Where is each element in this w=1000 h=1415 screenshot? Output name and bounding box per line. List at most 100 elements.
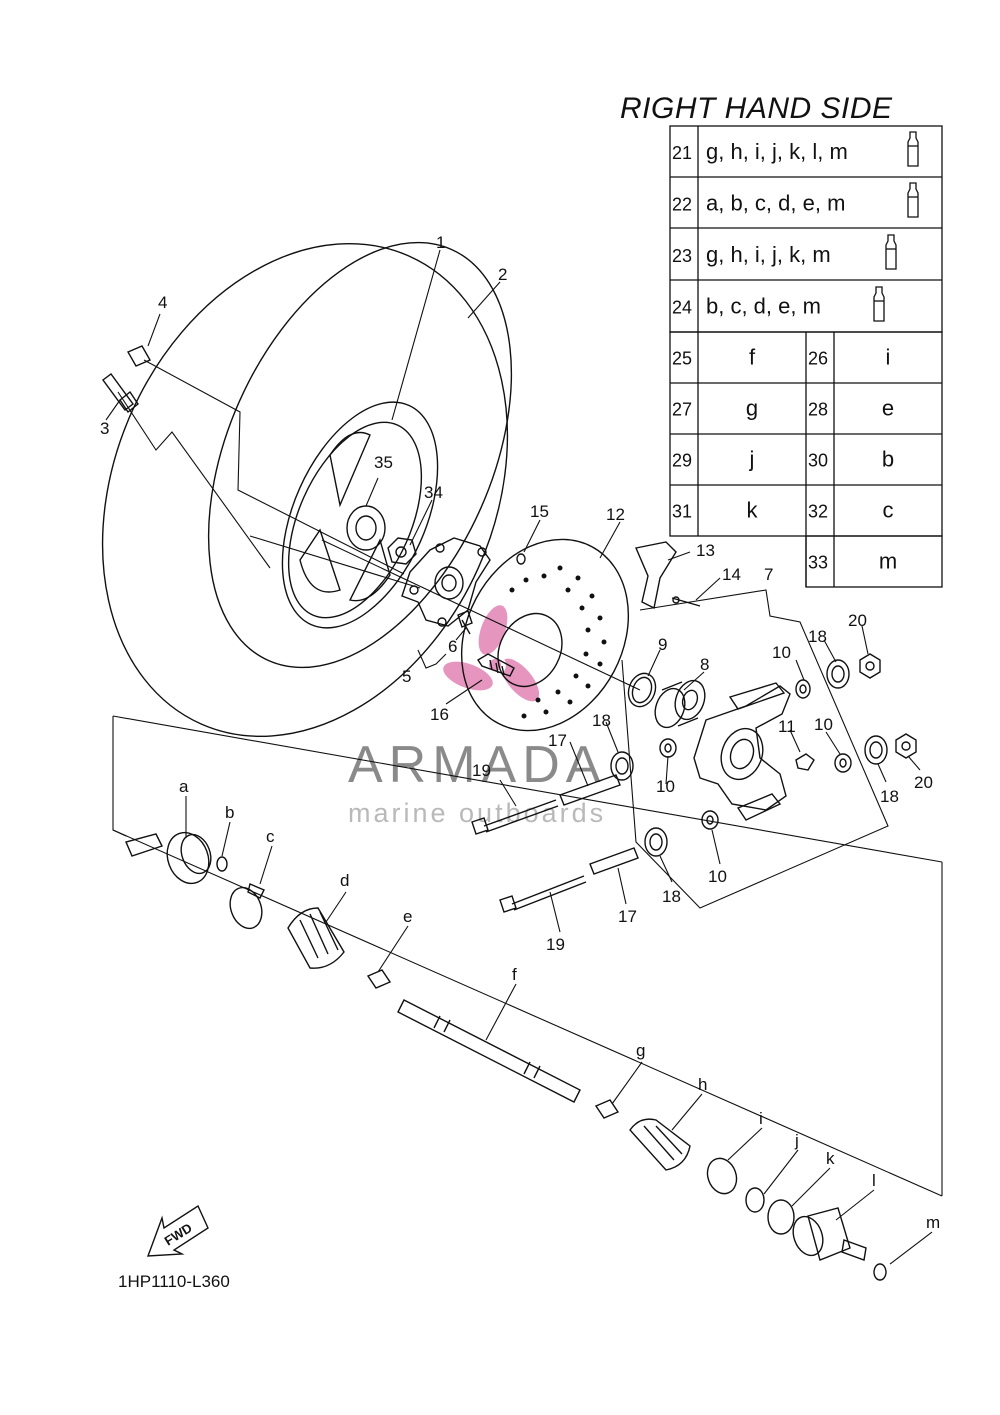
pair-cell-number: 27	[672, 400, 692, 420]
callout-15: 15	[530, 502, 549, 521]
bolt-6	[457, 610, 473, 635]
boot-d	[287, 907, 345, 969]
seal-18-a	[826, 659, 850, 689]
callout-b: b	[225, 803, 234, 822]
callout-13: 13	[696, 541, 715, 560]
pair-cell-number: 28	[808, 400, 828, 420]
rim	[281, 401, 439, 629]
callout-14: 14	[722, 565, 741, 584]
circlip-k	[767, 1199, 795, 1235]
callout-i: i	[759, 1109, 763, 1128]
callout-10-c: 10	[656, 777, 675, 796]
knuckle-7	[693, 682, 791, 821]
callout-20-b: 20	[914, 773, 933, 792]
sealant-row-number: 21	[672, 143, 692, 163]
collar-17-a	[559, 774, 621, 806]
callout-1: 1	[436, 233, 445, 252]
sealant-row-number: 23	[672, 246, 692, 266]
callout-2: 2	[498, 265, 507, 284]
pair-cell-number: 29	[672, 451, 692, 471]
grease-tube-icon	[907, 131, 919, 167]
brake-guard-13	[635, 541, 677, 610]
seal-18-b	[864, 735, 888, 765]
sealant-row-parts: g, h, i, j, k, m	[706, 242, 831, 267]
valve-cap-4	[127, 345, 151, 367]
callout-4: 4	[158, 293, 167, 312]
callout-35: 35	[374, 453, 393, 472]
grease-tube-icon	[873, 286, 885, 322]
sealant-row-number: 24	[672, 297, 692, 317]
pair-cell-part: b	[882, 447, 894, 472]
drive-shaft-assembly	[125, 831, 887, 1281]
callout-18-c: 18	[880, 787, 899, 806]
diagram-code: 1HP1110-L360	[118, 1272, 230, 1291]
pair-cell-part: i	[886, 345, 891, 370]
callout-3: 3	[100, 419, 109, 438]
band-c	[229, 883, 265, 930]
cv-joint-a	[125, 831, 212, 885]
pair-cell-part: e	[882, 396, 894, 421]
nut-20-a	[859, 653, 881, 679]
callout-d: d	[340, 871, 349, 890]
callout-16: 16	[430, 705, 449, 724]
collar-10-c	[834, 753, 852, 773]
bolt-19-a	[471, 799, 559, 835]
nut-34	[387, 537, 417, 565]
knuckle-assembly	[471, 653, 917, 913]
callout-18-b: 18	[808, 627, 827, 646]
callout-10-b: 10	[814, 715, 833, 734]
forward-arrow-icon: FWD	[146, 1204, 209, 1257]
callout-9: 9	[658, 635, 667, 654]
nut-20-b	[895, 733, 917, 759]
bolt-16	[477, 653, 515, 677]
callout-18-a: 18	[592, 711, 611, 730]
pair-cell-part: c	[883, 498, 894, 523]
sealant-table	[669, 125, 943, 588]
washer-15	[516, 553, 526, 565]
collar-17-b	[589, 847, 639, 875]
callout-c: c	[266, 827, 275, 846]
callout-h: h	[698, 1075, 707, 1094]
callout-f: f	[512, 965, 517, 984]
band-i	[706, 1157, 738, 1195]
callout-e: e	[403, 907, 412, 926]
leader-lines	[105, 249, 943, 1265]
circlip-9	[627, 672, 657, 708]
page-title: RIGHT HAND SIDE	[620, 92, 893, 125]
callout-34: 34	[424, 483, 443, 502]
boot-h	[629, 1118, 691, 1171]
watermark-tagline: marine outboards	[348, 798, 606, 828]
callout-17-b: 17	[618, 907, 637, 926]
seal-18-c	[610, 751, 634, 781]
callout-7: 7	[764, 565, 773, 584]
callout-17-a: 17	[548, 731, 567, 750]
seal-18-d	[644, 827, 668, 857]
callout-10-d: 10	[708, 867, 727, 886]
hub-5	[401, 537, 491, 627]
circlip-m	[873, 1263, 887, 1281]
callout-18-d: 18	[662, 887, 681, 906]
circlip-b	[216, 856, 228, 872]
callout-k: k	[826, 1149, 835, 1168]
pair-cell-part: m	[879, 549, 897, 574]
callout-19-a: 19	[472, 761, 491, 780]
bolt-19-b	[499, 875, 587, 913]
callout-20-a: 20	[848, 611, 867, 630]
brake-disc-12	[460, 538, 630, 732]
callout-19-b: 19	[546, 935, 565, 954]
axle-shaft-f	[397, 999, 581, 1103]
sealant-row-parts: g, h, i, j, k, l, m	[706, 139, 848, 164]
pair-cell-number: 31	[672, 502, 692, 522]
sealant-row-parts: b, c, d, e, m	[706, 293, 821, 318]
band-g	[594, 1099, 620, 1119]
pair-cell-number: 32	[808, 502, 828, 522]
collar-10-b	[659, 738, 677, 758]
callout-5: 5	[402, 667, 411, 686]
bolt-14	[671, 596, 701, 607]
callout-m: m	[926, 1213, 940, 1232]
pair-cell-number: 33	[808, 553, 828, 573]
valve-3	[102, 373, 139, 414]
sealant-row-parts: a, b, c, d, e, m	[706, 190, 845, 215]
